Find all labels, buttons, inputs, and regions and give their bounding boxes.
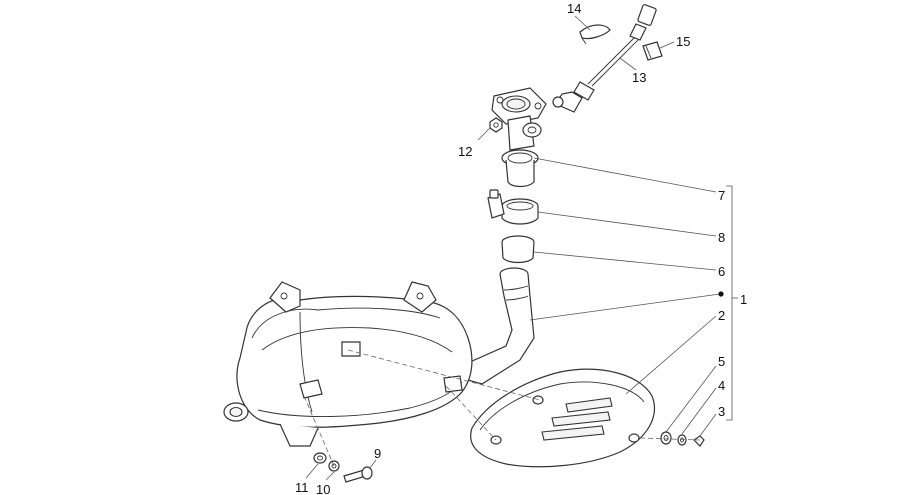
callout-3: 3	[718, 404, 725, 419]
leader-line-15	[659, 41, 675, 49]
part-9-bolt	[343, 466, 373, 483]
callout-8: 8	[718, 230, 725, 245]
leader-line-2	[625, 315, 717, 395]
callout-9: 9	[374, 446, 381, 461]
assembly-axis	[303, 395, 335, 467]
callout-2: 2	[718, 308, 725, 323]
callout-7: 7	[718, 188, 725, 203]
callout-12: 12	[458, 144, 472, 159]
callout-15: 15	[676, 34, 690, 49]
assembly-axis	[639, 437, 701, 441]
part-8-clamp	[487, 189, 539, 225]
assembly-axis	[445, 385, 497, 441]
part-6-sleeve	[501, 235, 535, 264]
leader-line-3	[699, 413, 717, 437]
leader-line-1	[529, 293, 721, 321]
group-bracket-dot	[718, 291, 724, 297]
callout-6: 6	[718, 264, 725, 279]
part-4-washer	[677, 434, 687, 446]
callout-13: 13	[632, 70, 646, 85]
part-11-spacer	[313, 452, 327, 464]
leader-line-14	[574, 15, 591, 31]
leader-line-9	[369, 459, 377, 469]
leader-line-13	[619, 57, 637, 71]
assembly-axis	[347, 349, 541, 401]
manifold-flange	[491, 87, 547, 151]
part-13-sensor-cable	[552, 4, 657, 113]
group-bracket	[726, 185, 733, 421]
leader-line-6	[533, 251, 717, 271]
leader-line-5	[665, 365, 717, 433]
part-7-gasket	[501, 149, 539, 188]
part-5-spacer	[660, 431, 672, 445]
part-2-heat-shield	[470, 368, 656, 468]
part-12-nut	[489, 117, 503, 133]
leader-line-8	[537, 211, 717, 237]
part-3-screw	[693, 435, 705, 447]
part-15-sleeve	[642, 41, 663, 61]
callout-11: 11	[295, 480, 309, 495]
callout-14: 14	[567, 1, 581, 16]
leader-line-12	[477, 127, 491, 141]
callout-4: 4	[718, 378, 725, 393]
part-1-silencer	[223, 267, 535, 447]
part-14-cable-tie	[579, 24, 611, 45]
callout-10: 10	[316, 482, 330, 495]
callout-5: 5	[718, 354, 725, 369]
leader-line-11	[305, 463, 319, 479]
callout-1: 1	[740, 292, 747, 307]
leader-line-4	[681, 387, 717, 435]
leader-line-7	[533, 157, 717, 193]
leader-line-10	[325, 471, 335, 481]
